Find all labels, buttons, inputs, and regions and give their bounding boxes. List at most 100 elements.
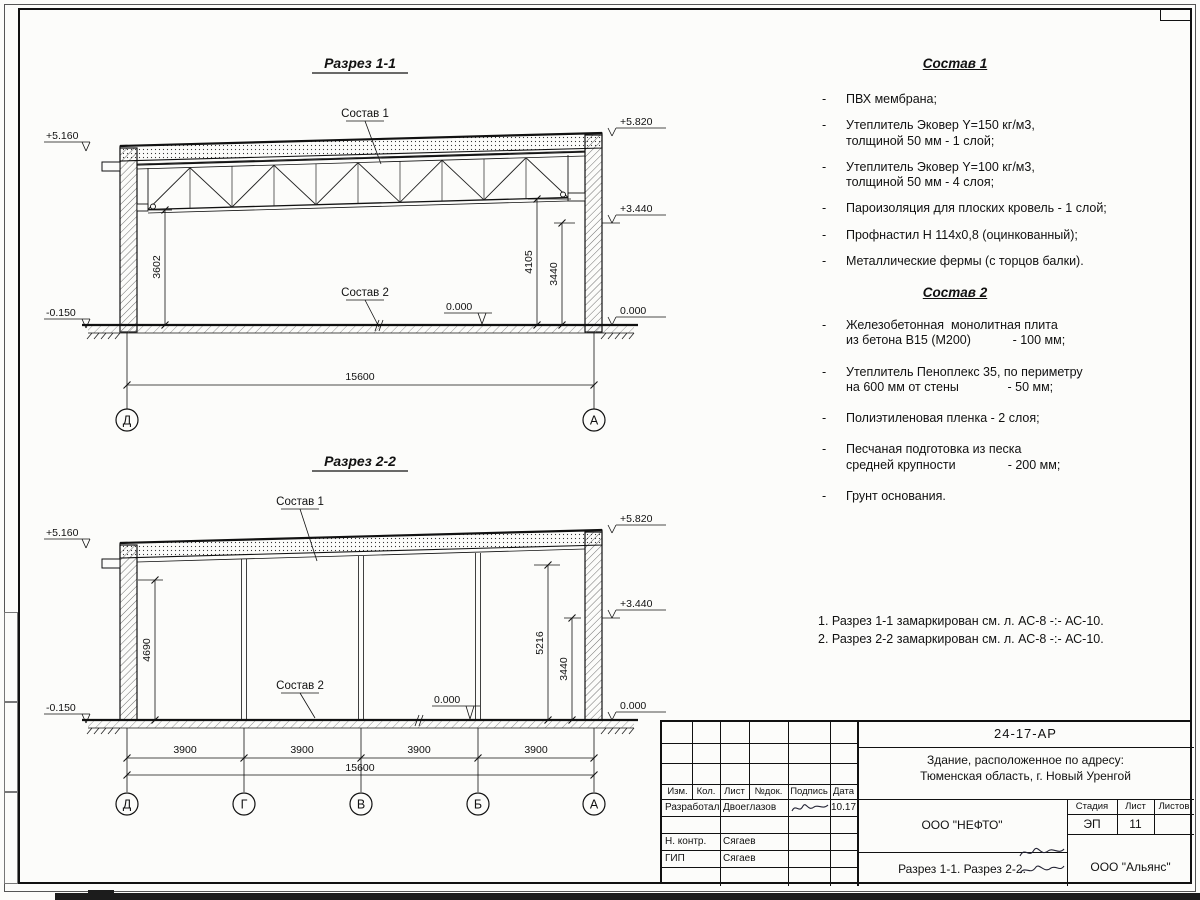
object-name-line1: Здание, расположенное по адресу: [926, 753, 1125, 767]
dim-bay-1: 3900 [173, 744, 197, 756]
sostav1-heading: Состав 1 [922, 56, 988, 71]
dim-3440: 3440 [548, 219, 575, 329]
level-mark-left-top: +5.160 [44, 527, 91, 549]
dim-4105-text: 4105 [523, 250, 535, 274]
elev-minus0150: -0.150 [46, 307, 76, 319]
axis-d: Д [123, 414, 132, 428]
elev-5820: +5.820 [620, 116, 653, 128]
sostav2-list: - Железобетонная монолитная плита из бет… [822, 318, 1182, 520]
row-role-gip: ГИП [665, 853, 685, 864]
bullet: - [822, 488, 827, 503]
bullet: - [822, 201, 827, 216]
sostav2-label: Состав 2 [276, 680, 324, 692]
dim-5216: 5216 [534, 561, 560, 724]
list-item: - Пароизоляция для плоских кровель - 1 с… [822, 201, 1182, 216]
bullet: - [822, 118, 827, 133]
bullet: - [822, 442, 827, 457]
list-item: - Железобетонная монолитная плита из бет… [822, 318, 1182, 349]
signature-gip [1019, 865, 1065, 874]
axis-a: А [590, 414, 599, 428]
dim-bays: 3900 3900 3900 3900 [123, 728, 598, 792]
list-item: - ПВХ мембрана; [822, 92, 1182, 107]
spec-text: Профнастил Н 114х0,8 (оцинкованный); [846, 227, 1078, 242]
bullet: - [822, 318, 827, 332]
dim-total-15600: 15600 [123, 762, 598, 779]
ground-hatch [600, 727, 635, 735]
elev-0000: 0.000 [620, 700, 646, 712]
dim-3602-text: 3602 [151, 255, 163, 279]
drawing-title: Разрез 1-1. Разрез 2-2. [898, 862, 1026, 876]
row-name-razrabotal: Двоеглазов [723, 802, 777, 813]
ground-hatch [600, 332, 635, 340]
signature-nkontr [1019, 847, 1065, 857]
top-right-stamp [1160, 8, 1192, 21]
notes: 1. Разрез 1-1 замаркирован см. л. АС-8 -… [818, 612, 1104, 648]
floor-slab [82, 319, 638, 340]
axis-d: Д [123, 798, 132, 812]
col-header-izm: Изм. [667, 786, 688, 797]
floor-slab [82, 714, 638, 735]
col-header-data: Дата [832, 786, 855, 797]
list-item: - Металлические фермы (с торцов балки). [822, 254, 1182, 269]
level-mark-right-mid: +3.440 [602, 598, 666, 619]
note-line: 1. Разрез 1-1 замаркирован см. л. АС-8 -… [818, 614, 1104, 628]
dim-4105: 4105 [523, 195, 571, 329]
dim-15600-text: 15600 [345, 371, 374, 383]
sostav2-label: Состав 2 [341, 287, 389, 299]
note-line: 2. Разрез 2-2 замаркирован см. л. АС-8 -… [818, 632, 1104, 647]
stage-value: ЭП [1083, 817, 1101, 831]
list-item: - Полиэтиленовая пленка - 2 слоя; [822, 411, 1182, 426]
elev-5160: +5.160 [46, 130, 79, 142]
section2-title: Разрез 2-2 [324, 453, 396, 469]
bullet: - [822, 411, 827, 425]
sostav1-callout: Состав 1 [276, 496, 324, 562]
roof-assembly [101, 528, 603, 569]
axis-bubbles: Д А [115, 408, 606, 432]
level-mark-left-bottom: -0.150 [44, 702, 91, 724]
sheets-header: Листов [1158, 801, 1190, 812]
dim-5216-text: 5216 [534, 631, 546, 655]
walls [119, 531, 603, 721]
dim-15600-text: 15600 [345, 762, 374, 774]
col-header-podpis: Подпись [790, 786, 828, 797]
spec-text: Металлические фермы (с торцов балки). [846, 253, 1084, 268]
spec-text: Утеплитель Эковер Y=100 кг/м3, толщиной … [846, 159, 1035, 189]
row-role-nkontr: Н. контр. [665, 836, 707, 847]
dim-4690-text: 4690 [141, 638, 153, 662]
roof-truss [136, 151, 586, 214]
elev-minus0150: -0.150 [46, 702, 76, 714]
spec-text: Полиэтиленовая пленка - 2 слоя; [846, 411, 1040, 425]
row-role-razrabotal: Разработал [665, 802, 720, 813]
title-block: 24-17-АР Здание, расположенное по адресу… [660, 720, 1194, 886]
list-item: - Профнастил Н 114х0,8 (оцинкованный); [822, 228, 1182, 243]
elev-3440: +3.440 [620, 203, 653, 215]
dim-bay-2: 3900 [290, 744, 314, 756]
bullet: - [822, 159, 827, 174]
spec-text: Утеплитель Эковер Y=150 кг/м3, толщиной … [846, 118, 1035, 148]
level-mark-right-top: +5.820 [607, 513, 666, 534]
level-mark-floor: 0.000 [444, 301, 492, 325]
sostav1-label: Состав 1 [341, 108, 389, 120]
level-mark-right-zero: 0.000 [607, 700, 666, 721]
bullet: - [822, 253, 827, 268]
bullet: - [822, 227, 827, 242]
spec-text: Утеплитель Пеноплекс 35, по периметру на… [846, 364, 1083, 394]
truss-web [147, 156, 569, 210]
org-nefto: ООО "НЕФТО" [921, 818, 1003, 832]
sostav1-list: - ПВХ мембрана; - Утеплитель Эковер Y=15… [822, 92, 1182, 280]
list-item: - Песчаная подготовка из песка средней к… [822, 442, 1182, 473]
row-name-nkontr: Сягаев [723, 836, 756, 847]
spec-text: Пароизоляция для плоских кровель - 1 сло… [846, 201, 1107, 216]
section-1-1-drawing: Разрез 1-1 [44, 55, 666, 432]
columns [241, 553, 481, 720]
axis-bubbles: Д Г В Б А [115, 792, 606, 816]
level-mark-left-bottom: -0.150 [44, 307, 91, 329]
dim-4690: 4690 [138, 576, 163, 724]
scan-artifact [88, 890, 114, 900]
left-margin-cell [4, 612, 18, 702]
ground-hatch [86, 727, 121, 735]
roof-assembly [101, 131, 603, 172]
section1-title: Разрез 1-1 [324, 55, 396, 71]
bullet: - [822, 92, 827, 106]
